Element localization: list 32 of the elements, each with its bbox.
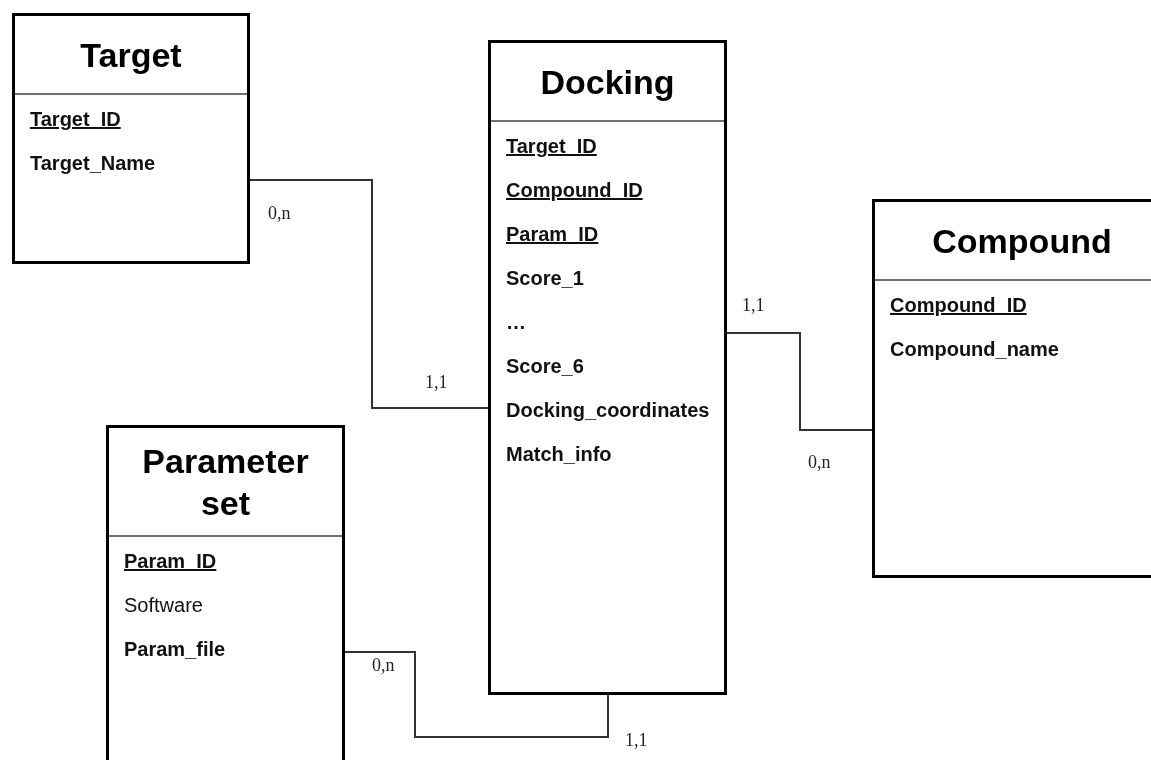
attribute-field: …: [506, 310, 526, 334]
primary-key-field: Target_ID: [506, 134, 597, 158]
attribute-field: Compound_name: [890, 337, 1059, 361]
attribute-field: Docking_coordinates: [506, 398, 710, 422]
attribute-field: Score_1: [506, 266, 584, 290]
entity-title: Compound: [932, 220, 1112, 262]
entity-title: Parameter set: [141, 440, 310, 524]
cardinality-label: 1,1: [625, 730, 648, 750]
entity-box: [488, 40, 727, 695]
cardinality-label: 0,n: [808, 452, 831, 472]
primary-key-field: Param_ID: [506, 222, 599, 246]
attribute-field: Match_info: [506, 442, 612, 466]
entity-title: Docking: [540, 61, 675, 103]
primary-key-field: Param_ID: [124, 549, 217, 573]
relationship-line: [344, 651, 609, 738]
entity-box: [106, 425, 345, 760]
primary-key-field: Compound_ID: [506, 178, 643, 202]
relationship-line: [726, 332, 873, 431]
attribute-field: Score_6: [506, 354, 584, 378]
primary-key-field: Compound_ID: [890, 293, 1027, 317]
cardinality-label: 0,n: [268, 203, 291, 223]
attribute-field: Param_file: [124, 637, 226, 661]
entity-box: [12, 13, 250, 264]
attribute-field: Software: [124, 593, 203, 617]
primary-key-field: Target_ID: [30, 107, 121, 131]
entity-box: [872, 199, 1151, 578]
cardinality-label: 1,1: [742, 295, 765, 315]
cardinality-label: 0,n: [372, 655, 395, 675]
attribute-field: Target_Name: [30, 151, 156, 175]
cardinality-label: 1,1: [425, 372, 448, 392]
entity-title: Target: [80, 34, 182, 76]
relationship-line: [249, 179, 489, 409]
